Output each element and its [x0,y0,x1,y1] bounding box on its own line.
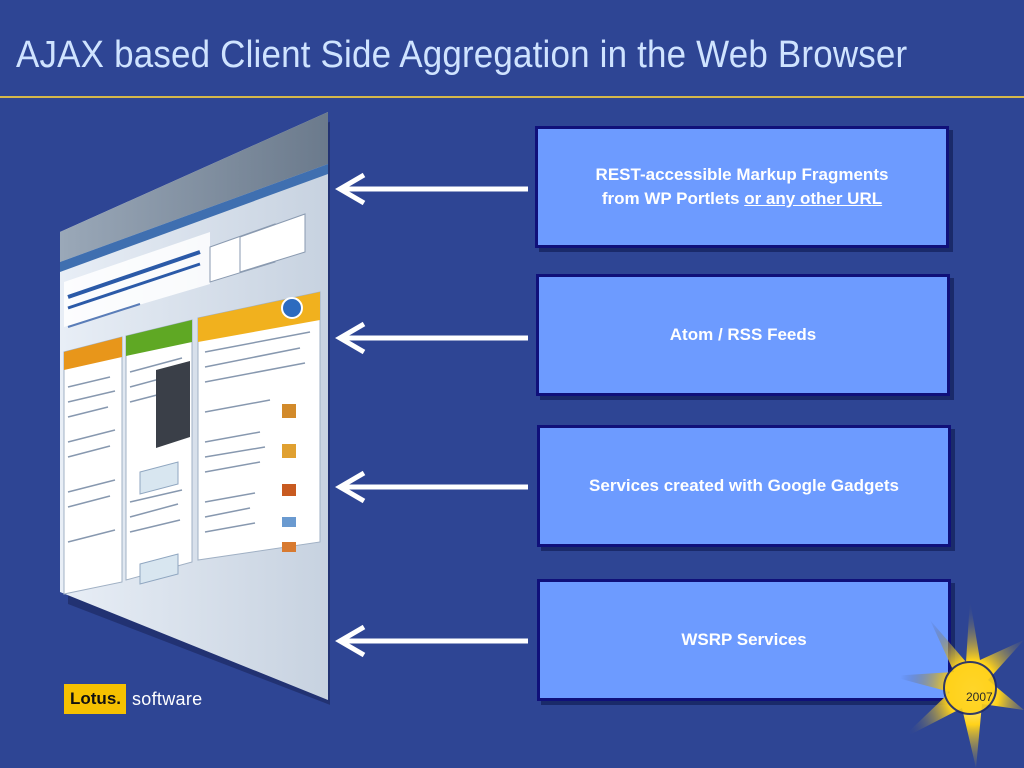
starburst-badge [890,600,1024,768]
rest-fragments-line1: REST-accessible Markup Fragments [595,165,889,184]
left-arrow-icon [335,172,528,206]
any-url-link[interactable]: or any other URL [744,189,883,208]
left-arrow-icon [335,470,528,504]
browser-screenshot [60,112,330,712]
badge-year: 2007 [966,690,993,704]
atom-rss-box: Atom / RSS Feeds [536,274,950,396]
software-wordmark: software [132,688,203,709]
lotus-wordmark: Lotus. [64,684,126,714]
atom-rss-label: Atom / RSS Feeds [669,325,817,344]
rest-fragments-line2: from WP Portlets [601,189,745,208]
title-divider [0,96,1024,98]
lotus-software-logo: Lotus. software [64,684,202,714]
left-arrow-icon [335,321,528,355]
wsrp-box: WSRP Services [537,579,951,701]
google-gadgets-box: Services created with Google Gadgets [537,425,951,547]
slide-title: AJAX based Client Side Aggregation in th… [16,34,908,76]
left-arrow-icon [335,624,528,658]
google-gadgets-label: Services created with Google Gadgets [589,476,899,495]
rest-fragments-box: REST-accessible Markup Fragments from WP… [535,126,949,248]
wsrp-label: WSRP Services [681,630,807,649]
